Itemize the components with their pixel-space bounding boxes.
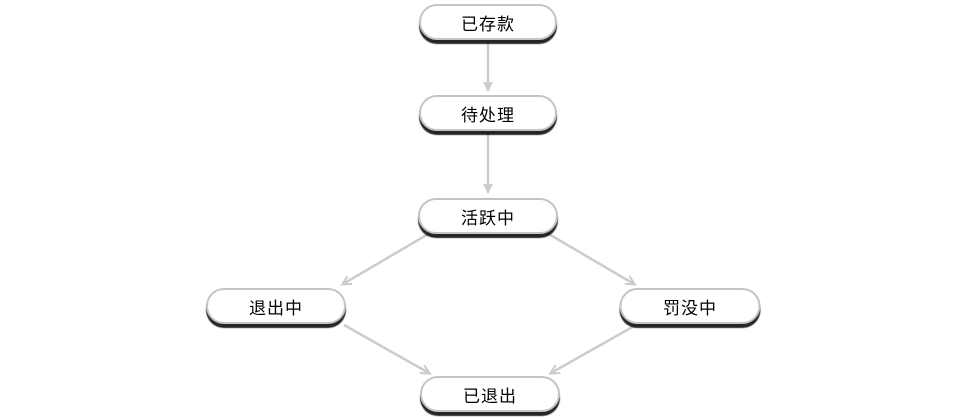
node-slashing-label: 罚没中 (663, 298, 717, 319)
edge-active-to-slashing (546, 231, 637, 286)
node-exiting: 退出中 (206, 288, 346, 324)
node-exited: 已退出 (420, 376, 560, 412)
node-active-label: 活跃中 (461, 208, 515, 229)
node-active: 活跃中 (418, 198, 558, 234)
node-pending: 待处理 (419, 95, 557, 131)
node-deposited-label: 已存款 (461, 14, 515, 35)
node-exiting-label: 退出中 (249, 298, 303, 319)
edge-slashing-to-exited (548, 323, 637, 375)
edge-active-to-exiting (340, 231, 431, 286)
edge-exiting-to-exited (343, 323, 432, 375)
node-exited-label: 已退出 (463, 386, 517, 407)
node-slashing: 罚没中 (619, 288, 761, 324)
node-pending-label: 待处理 (461, 105, 515, 126)
node-deposited: 已存款 (419, 4, 557, 40)
